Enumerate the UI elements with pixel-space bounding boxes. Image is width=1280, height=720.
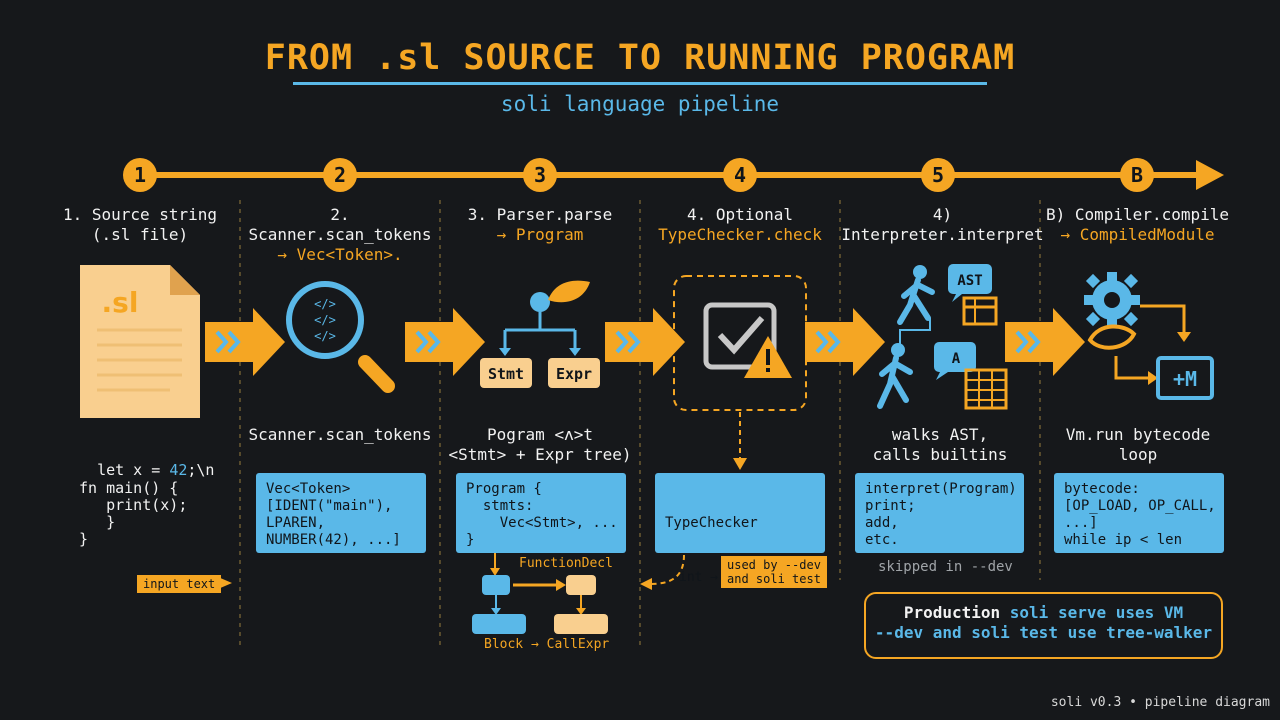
file-icon: .sl (80, 265, 200, 418)
step-badge-b: B (1120, 158, 1154, 192)
compiler-gear-icon: +M (1084, 272, 1214, 400)
step-badge-1: 1 (123, 158, 157, 192)
interpreter-walk-icon: AST A (877, 264, 1008, 410)
svg-text:Expr: Expr (556, 365, 592, 383)
typechecker-box-title: TypeChecker (665, 515, 758, 531)
flow-arrow-icon (805, 308, 885, 376)
step-3-title: 3. Parser.parse (467, 205, 613, 224)
flow-arrow-icon (405, 308, 485, 376)
flow-arrow-icon (605, 308, 685, 376)
step-1-title: 1. Source string (62, 205, 218, 224)
dev-test-tag: used by --dev and soli test (721, 556, 827, 588)
pipeline-arrow-icons (205, 308, 1085, 376)
compiler-caption-1: Vm.run bytecode (1065, 425, 1211, 444)
svg-text:+M: +M (1173, 367, 1197, 391)
step-b-subtitle: → CompiledModule (1060, 225, 1215, 244)
step-2-title: 2. Scanner.scan_tokens (248, 205, 432, 244)
interp-caption-1: walks AST, (891, 425, 989, 444)
step-badge-5: 5 (921, 158, 955, 192)
step-1-subtitle: (.sl file) (91, 225, 189, 244)
source-code-line: let x = 42;\n (97, 461, 215, 479)
production-note: Production soli serve uses VM --dev and … (864, 592, 1223, 659)
step-badge-2: 2 (323, 158, 357, 192)
interp-caption-2: calls builtins (872, 445, 1008, 464)
step-badge-3: 3 (523, 158, 557, 192)
svg-text:B: B (1131, 163, 1143, 187)
svg-text:.sl: .sl (102, 286, 139, 319)
skipped-note: skipped in --dev (878, 559, 1013, 575)
step-b-label: B) Compiler.compile → CompiledModule (1040, 205, 1235, 245)
svg-text:2: 2 (334, 163, 346, 187)
svg-text:3: 3 (534, 163, 546, 187)
svg-text:AST: AST (957, 273, 982, 289)
production-note-line-2: --dev and soli test use tree-walker (874, 623, 1213, 642)
typechecker-box: TypeChecker int → int | error (655, 473, 825, 585)
svg-text:</>: </> (314, 297, 336, 311)
parser-caption-2: <Stmt> + Expr tree) (448, 445, 632, 464)
flow-arrow-icon (205, 308, 285, 376)
step-5-label: 4) Interpreter.interpret (835, 205, 1050, 245)
block-callexpr-label: Block → CallExpr (484, 637, 610, 652)
program-box: Program { stmts: Vec<Stmt>, ... } (456, 473, 626, 553)
flow-arrow-icon (1005, 308, 1085, 376)
production-note-line-1: Production soli serve uses VM (903, 603, 1184, 622)
input-text-tag: input text (137, 575, 222, 593)
svg-text:A: A (952, 351, 961, 367)
ast-subdiagram (472, 552, 608, 634)
step-5-title: 4) Interpreter.interpret (841, 205, 1044, 244)
compiler-caption-2: loop (1118, 445, 1158, 464)
magnifier-code-icon: </> </> </> (286, 281, 395, 393)
syntax-tree-icon: Stmt Expr (480, 280, 600, 388)
step-1-label: 1. Source string (.sl file) (40, 205, 240, 245)
typecheck-return-arrow (640, 554, 685, 590)
interpret-box: interpret(Program) print; add, etc. (855, 473, 1024, 553)
step-4-subtitle: TypeChecker.check (658, 225, 822, 244)
title-underline (293, 82, 987, 85)
svg-text:</>: </> (314, 313, 336, 327)
svg-text:4: 4 (734, 163, 746, 187)
svg-text:Stmt: Stmt (488, 365, 524, 383)
bytecode-box: bytecode: [OP_LOAD, OP_CALL, ...] while … (1054, 473, 1224, 553)
step-4-label: 4. Optional TypeChecker.check (640, 205, 840, 245)
step-2-subtitle: → Vec<Token>. (277, 245, 403, 264)
step-3-subtitle: → Program (496, 225, 584, 244)
svg-text:1: 1 (134, 163, 146, 187)
svg-text:5: 5 (932, 163, 944, 187)
page-subtitle: soli language pipeline (500, 92, 780, 116)
step-badge-4: 4 (723, 158, 757, 192)
step-4-title: 4. Optional (687, 205, 793, 224)
svg-text:</>: </> (314, 329, 336, 343)
source-code-block: fn main() { print(x); } } (79, 479, 188, 548)
step-b-title: B) Compiler.compile (1045, 205, 1230, 224)
footer-caption: soli v0.3 • pipeline diagram (1050, 695, 1270, 710)
input-arrow-icon (218, 577, 232, 589)
function-decl-label: FunctionDecl (519, 556, 613, 571)
timeline-arrowhead (1196, 160, 1224, 190)
scanner-caption: Scanner.scan_tokens (248, 425, 432, 444)
step-3-label: 3. Parser.parse → Program (440, 205, 640, 245)
tokens-box: Vec<Token> [IDENT("main"), LPAREN, NUMBE… (256, 473, 426, 553)
step-2-label: 2. Scanner.scan_tokens → Vec<Token>. (240, 205, 440, 265)
type-check-icon (673, 275, 807, 470)
page-title: FROM .sl SOURCE TO RUNNING PROGRAM (264, 38, 1016, 78)
parser-caption-1: Pogram <ʌ>t (487, 425, 593, 444)
